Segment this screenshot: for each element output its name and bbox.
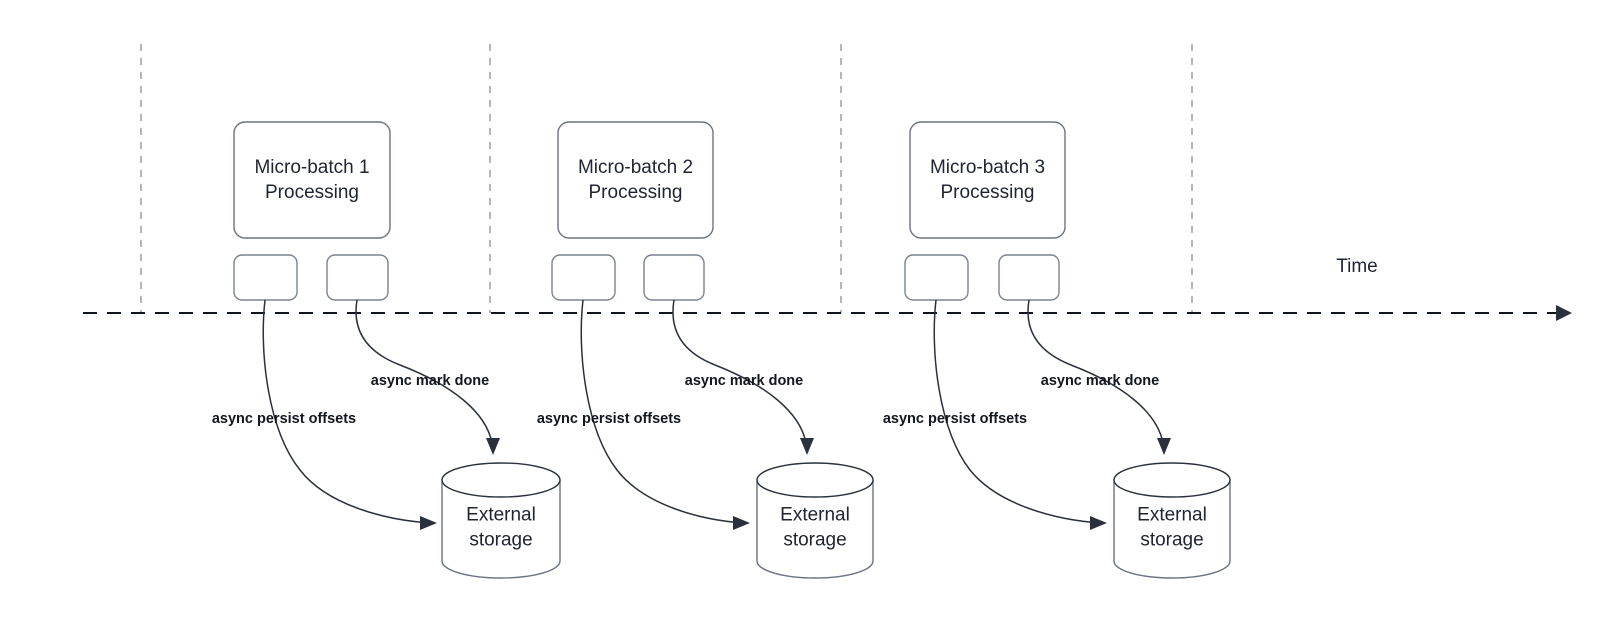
mini-box-mark[interactable] <box>643 254 705 301</box>
micro-batch-box[interactable] <box>557 121 714 239</box>
external-storage-cylinder-top <box>756 462 874 498</box>
external-storage-label-line2: storage <box>783 530 846 551</box>
async-mark-done-edge-label: async mark done <box>685 373 803 389</box>
async-persist-offsets-edge-label: async persist offsets <box>537 411 681 427</box>
async-persist-offsets-edge-label: async persist offsets <box>883 411 1027 427</box>
mini-box-mark[interactable] <box>326 254 389 301</box>
async-mark-done-edge[interactable] <box>355 299 493 444</box>
async-persist-offsets-edge[interactable] <box>580 299 745 524</box>
external-storage-label-line1: External <box>780 505 850 526</box>
external-storage-cylinder-top <box>441 462 561 498</box>
async-mark-done-edge-label: async mark done <box>371 373 489 389</box>
external-storage-cylinder-body[interactable] <box>756 479 874 579</box>
external-storage-label-line1: External <box>466 505 536 526</box>
external-storage-cylinder-top <box>1113 462 1231 498</box>
micro-batch-label-line2: Processing <box>941 182 1035 203</box>
micro-batch-label-line1: Micro-batch 1 <box>254 157 369 178</box>
mini-box-persist[interactable] <box>904 254 969 301</box>
async-mark-done-edge-arrowhead-icon <box>1157 438 1171 455</box>
async-persist-offsets-edge-label: async persist offsets <box>212 411 356 427</box>
external-storage-label-line1: External <box>1137 505 1207 526</box>
mini-box-persist[interactable] <box>551 254 616 301</box>
mini-box-mark[interactable] <box>998 254 1060 301</box>
async-mark-done-edge-arrowhead-icon <box>800 438 814 455</box>
async-mark-done-edge[interactable] <box>1027 299 1164 444</box>
external-storage-label-line2: storage <box>1140 530 1203 551</box>
external-storage-cylinder-body[interactable] <box>441 479 561 579</box>
micro-batch-box[interactable] <box>909 121 1066 239</box>
async-persist-offsets-edge-arrowhead-icon <box>420 516 437 530</box>
group-1: Micro-batch 1 Processing async persist off… <box>212 121 561 579</box>
micro-batch-label-line2: Processing <box>265 182 359 203</box>
async-persist-offsets-edge-arrowhead-icon <box>733 516 750 530</box>
micro-batch-box[interactable] <box>233 121 391 239</box>
mini-box-persist[interactable] <box>233 254 298 301</box>
async-persist-offsets-edge[interactable] <box>933 299 1102 524</box>
async-mark-done-edge[interactable] <box>672 299 807 444</box>
async-mark-done-edge-label: async mark done <box>1041 373 1159 389</box>
micro-batch-label-line2: Processing <box>589 182 683 203</box>
timeline-arrow-icon <box>1556 305 1572 321</box>
async-persist-offsets-edge[interactable] <box>262 299 431 524</box>
group-3: Micro-batch 3 Processing async persist off… <box>883 121 1231 579</box>
micro-batch-label-line1: Micro-batch 3 <box>930 157 1045 178</box>
async-mark-done-edge-arrowhead-icon <box>486 438 500 455</box>
group-2: Micro-batch 2 Processing async persist off… <box>537 121 874 579</box>
async-persist-offsets-edge-arrowhead-icon <box>1090 516 1107 530</box>
external-storage-label-line2: storage <box>469 530 532 551</box>
time-axis-label: Time <box>1336 256 1378 277</box>
micro-batch-label-line1: Micro-batch 2 <box>578 157 693 178</box>
external-storage-cylinder-body[interactable] <box>1113 479 1231 579</box>
